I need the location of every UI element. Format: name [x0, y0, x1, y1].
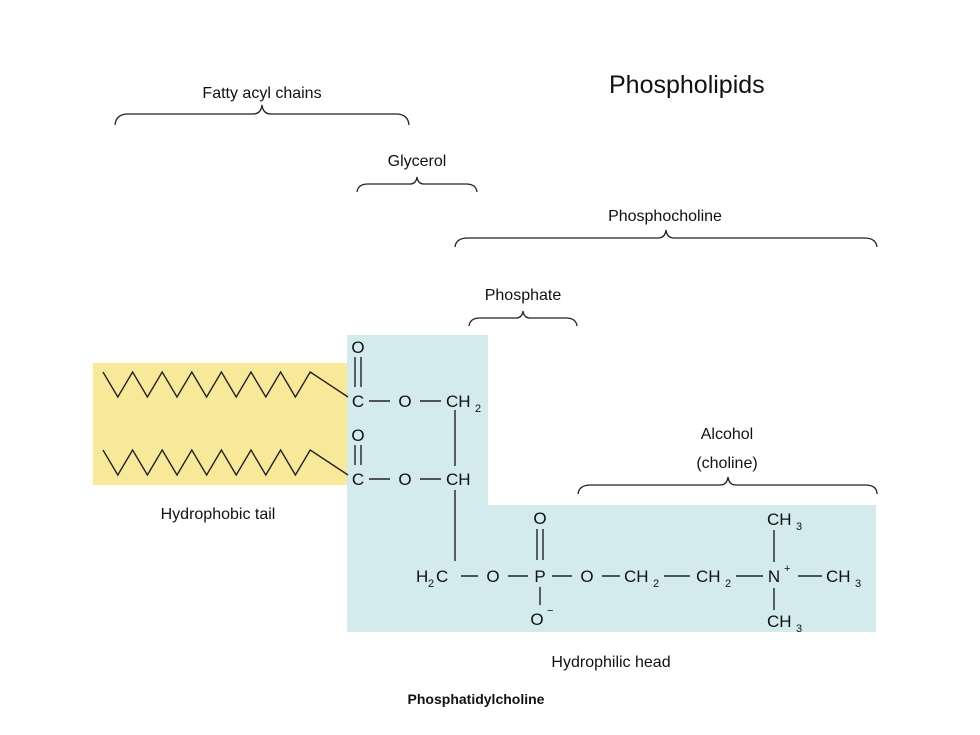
- methyl-right: CH: [826, 567, 851, 586]
- phosphate-label: Phosphate: [485, 287, 562, 304]
- carbonyl-carbon-2: C: [352, 470, 364, 489]
- glycerol-c-bottom: C: [436, 567, 448, 586]
- hydrophobic-tail-label: Hydrophobic tail: [161, 506, 276, 523]
- subscript-2: 2: [475, 403, 481, 415]
- negative-charge: −: [547, 605, 553, 617]
- carbonyl-oxygen-1: O: [351, 338, 364, 357]
- choline-ch2-2: CH: [696, 567, 721, 586]
- alcohol-label: Alcohol: [701, 426, 753, 443]
- phosphocholine-brace: [454, 229, 878, 248]
- fatty-acid-chain-1: [102, 370, 349, 399]
- ester-oxygen-2: O: [398, 470, 411, 489]
- hydrophilic-head-label: Hydrophilic head: [551, 654, 670, 671]
- glycerol-brace: [356, 176, 478, 193]
- fatty-acyl-brace: [114, 104, 410, 126]
- fatty-acyl-chains-label: Fatty acyl chains: [202, 85, 321, 102]
- phosphate-anionic-oxygen: O: [530, 610, 543, 629]
- subscript-2: 2: [725, 578, 731, 590]
- phosphate-ester-oxygen-1: O: [486, 567, 499, 586]
- slide-title: Phospholipids: [609, 71, 765, 99]
- methyl-top: CH: [767, 510, 792, 529]
- phosphate-double-oxygen: O: [533, 509, 546, 528]
- subscript-3: 3: [796, 623, 802, 635]
- phosphate-brace: [468, 310, 578, 327]
- subscript-3: 3: [796, 521, 802, 533]
- glycerol-h2c-bottom: H: [416, 567, 428, 586]
- glycerol-ch-middle: CH: [446, 470, 471, 489]
- glycerol-label: Glycerol: [388, 153, 447, 170]
- hydrophilic-region: [347, 335, 876, 632]
- choline-label: (choline): [696, 455, 757, 472]
- choline-ch2-1: CH: [624, 567, 649, 586]
- phosphocholine-label: Phosphocholine: [608, 208, 722, 225]
- positive-charge: +: [784, 563, 790, 575]
- phosphorus-atom: P: [534, 567, 545, 586]
- carbonyl-oxygen-2: O: [351, 426, 364, 445]
- glycerol-ch2-top: CH: [446, 392, 471, 411]
- carbonyl-carbon-1: C: [352, 392, 364, 411]
- subscript-2: 2: [428, 578, 434, 590]
- subscript-2: 2: [653, 578, 659, 590]
- fatty-acid-chain-2: [102, 448, 349, 477]
- methyl-bottom: CH: [767, 612, 792, 631]
- nitrogen-atom: N: [768, 567, 780, 586]
- alcohol-brace: [577, 476, 878, 495]
- ester-oxygen-1: O: [398, 392, 411, 411]
- phosphate-ester-oxygen-2: O: [580, 567, 593, 586]
- hydrophobic-region: [93, 363, 348, 485]
- molecule-caption: Phosphatidylcholine: [408, 691, 545, 707]
- subscript-3: 3: [855, 578, 861, 590]
